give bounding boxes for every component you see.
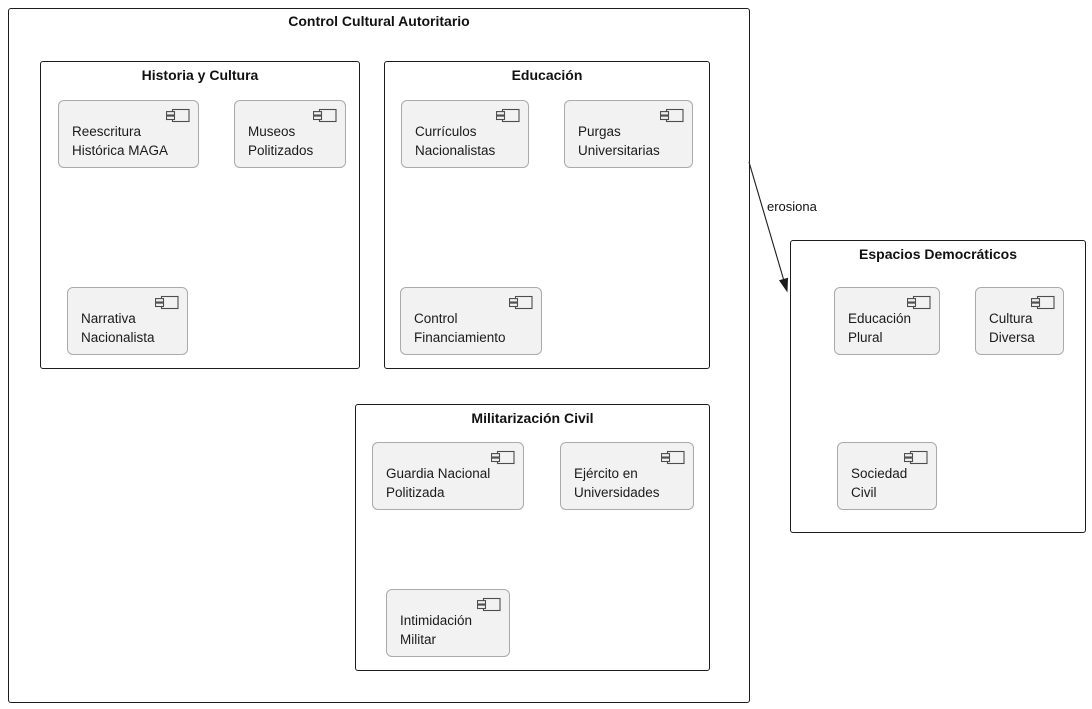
component-label: Guardia Nacional Politizada [386,466,491,500]
component-label: Educación Plural [848,311,912,345]
component-label: Ejército en Universidades [574,466,660,500]
uml-component-icon [491,450,515,465]
component-control-financiamiento[interactable]: Control Financiamiento [400,287,542,355]
component-label: Narrativa Nacionalista [81,311,155,345]
uml-component-icon [313,108,337,123]
group-militarizacion-civil: Militarización Civil Guardia Nacional Po… [355,404,710,671]
component-curriculos-nacionalistas[interactable]: Currículos Nacionalistas [401,100,529,168]
group-educacion: Educación Currículos Nacionalistas Purga… [384,61,710,369]
component-label: Reescritura Histórica MAGA [72,124,169,158]
group-title-espacios-democraticos: Espacios Democráticos [859,246,1017,262]
uml-component-icon [904,450,928,465]
component-museos-politizados[interactable]: Museos Politizados [234,100,346,168]
component-educacion-plural[interactable]: Educación Plural [834,287,940,355]
group-historia-y-cultura: Historia y Cultura Reescritura Histórica… [40,61,360,369]
component-purgas-universitarias[interactable]: Purgas Universitarias [564,100,693,168]
component-label: Intimidación Militar [400,613,473,647]
group-title-militarizacion-civil: Militarización Civil [471,410,594,426]
component-guardia-nacional-politizada[interactable]: Guardia Nacional Politizada [372,442,524,510]
component-cultura-diversa[interactable]: Cultura Diversa [975,287,1064,355]
component-narrativa-nacionalista[interactable]: Narrativa Nacionalista [67,287,188,355]
uml-component-icon [1031,295,1055,310]
uml-component-icon [509,295,533,310]
uml-component-icon [496,108,520,123]
uml-component-icon [477,597,501,612]
uml-component-icon [166,108,190,123]
group-title-control-cultural-autoritario: Control Cultural Autoritario [288,13,470,29]
group-title-educacion: Educación [511,67,583,83]
component-intimidacion-militar[interactable]: Intimidación Militar [386,589,510,657]
component-label: Sociedad Civil [851,466,908,500]
component-label: Control Financiamiento [414,311,506,345]
component-label: Purgas Universitarias [578,124,660,158]
group-title-historia-y-cultura: Historia y Cultura [141,67,259,83]
uml-component-icon [155,295,179,310]
component-label: Cultura Diversa [989,311,1035,345]
component-label: Currículos Nacionalistas [415,124,496,158]
uml-component-icon [660,108,684,123]
component-reescritura-historica-maga[interactable]: Reescritura Histórica MAGA [58,100,199,168]
component-label: Museos Politizados [248,124,314,158]
component-sociedad-civil[interactable]: Sociedad Civil [837,442,937,510]
component-ejercito-en-universidades[interactable]: Ejército en Universidades [560,442,694,510]
group-espacios-democraticos: Espacios Democráticos Educación Plural C… [790,240,1086,533]
edge-label-erosiona: erosiona [767,199,817,214]
uml-component-icon [907,295,931,310]
uml-component-icon [661,450,685,465]
